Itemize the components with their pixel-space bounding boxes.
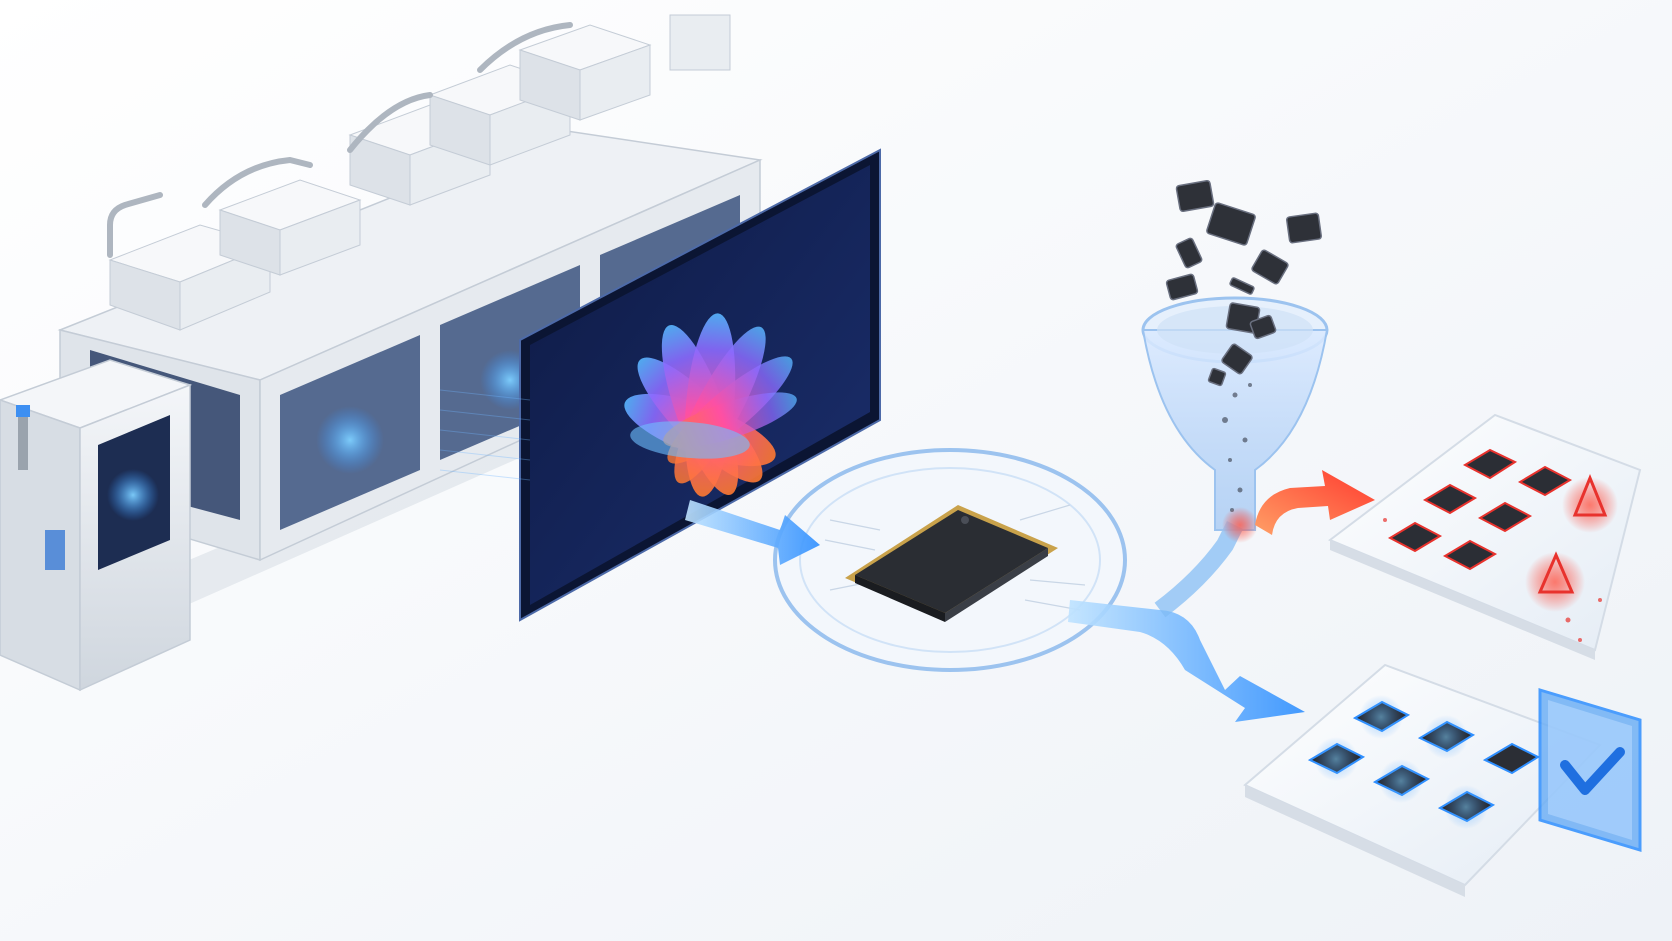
- machine-top-units: [108, 14, 731, 331]
- machine-pipes: [107, 22, 573, 258]
- defective-chips-tray: [1328, 413, 1642, 660]
- warning-chip-icon: [1525, 474, 1618, 612]
- microchip-on-platform: [773, 448, 1127, 672]
- check-icon: [1538, 687, 1642, 853]
- funnel-to-defect-arrow: [1255, 470, 1375, 535]
- display-to-chip-arrow: [685, 500, 820, 565]
- flower-image-icon: [624, 313, 797, 497]
- control-cabinet: [0, 359, 193, 692]
- microchip-icon: [845, 505, 1058, 622]
- chip-to-approved-arrow: [1068, 520, 1305, 722]
- approved-chips-tray: [1243, 663, 1642, 897]
- falling-chips: [1165, 179, 1323, 387]
- inspection-display-panel: [439, 148, 881, 622]
